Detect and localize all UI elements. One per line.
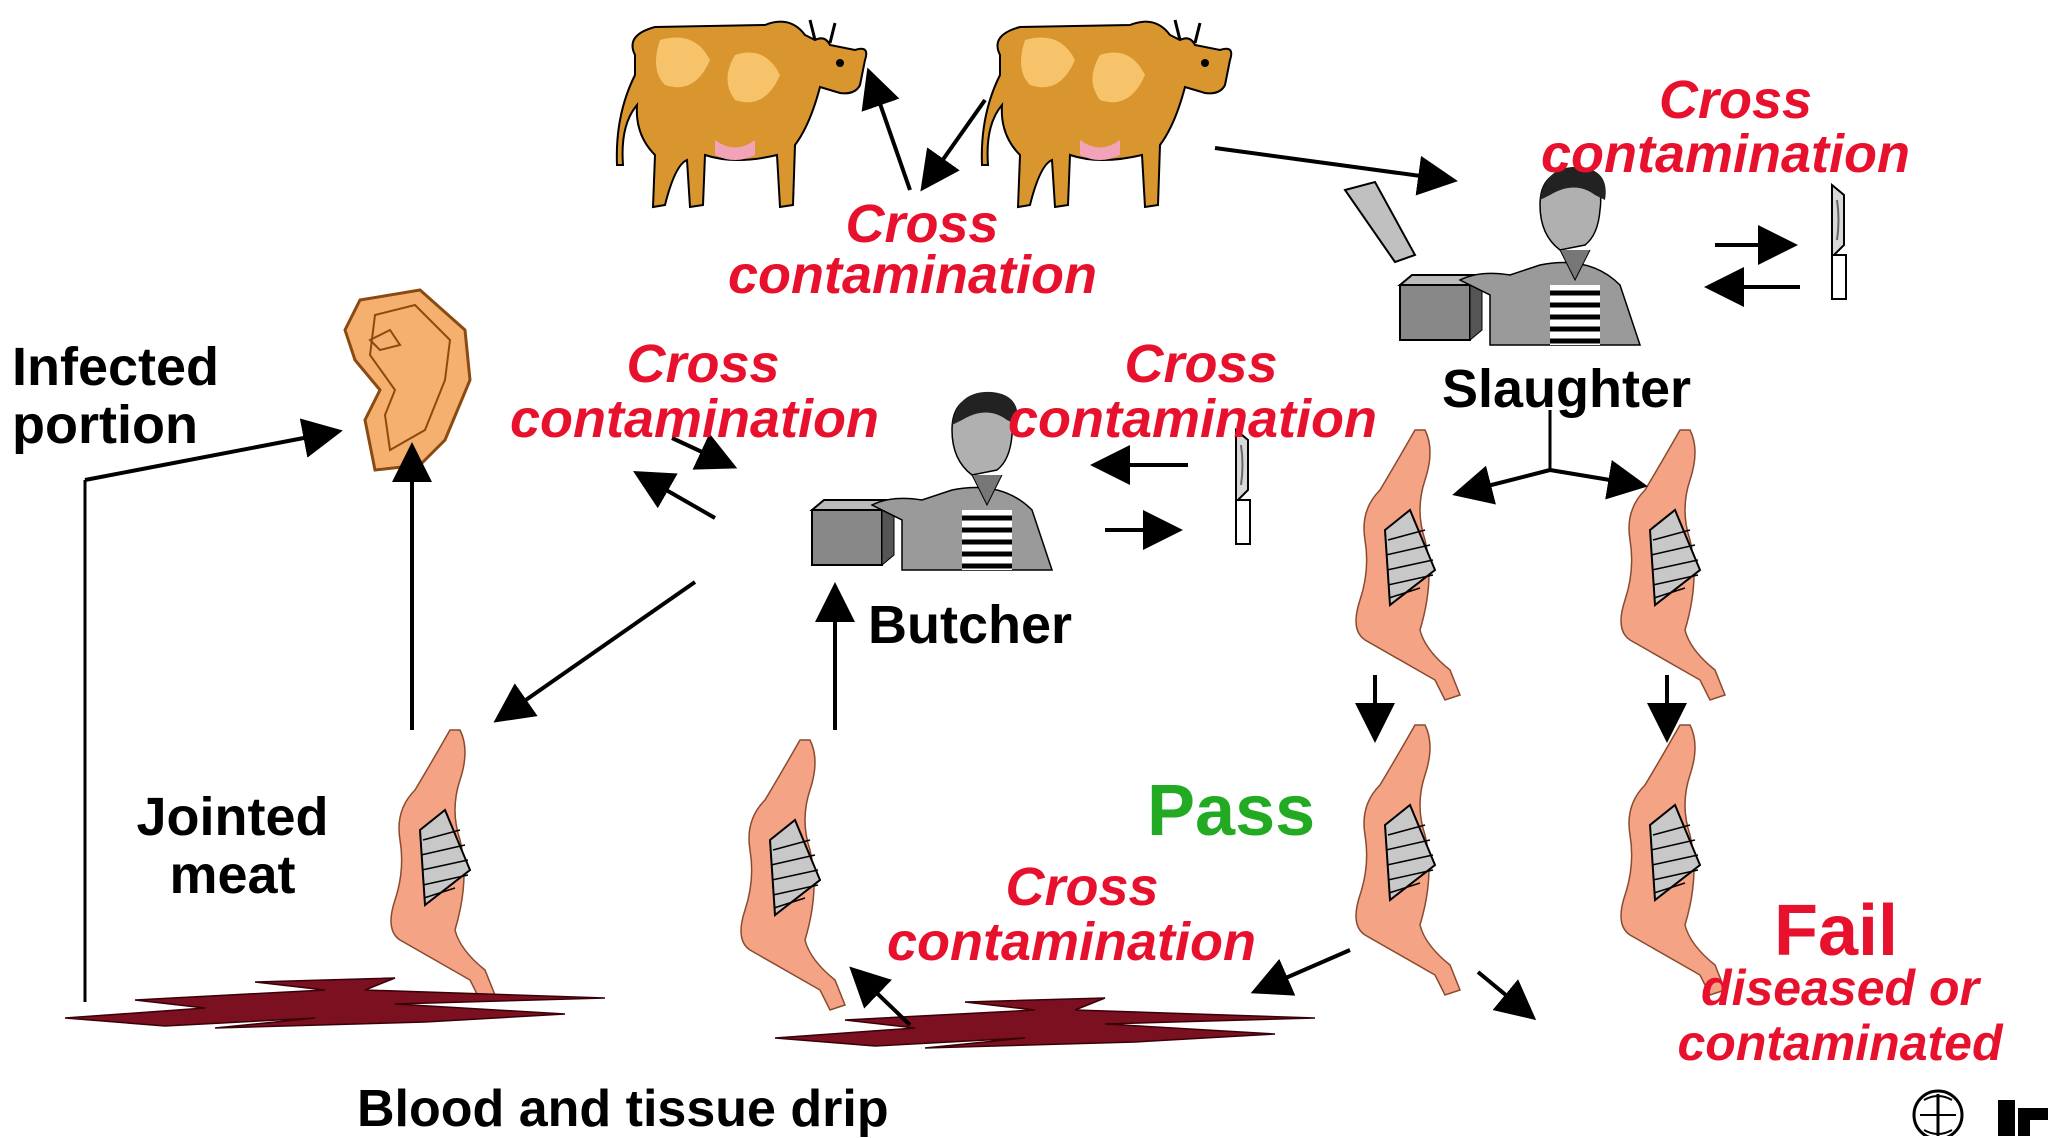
fail-reason-text: contaminated — [1640, 1018, 2040, 1068]
blood-tissue-drip-label: Blood and tissue drip — [357, 1083, 889, 1135]
meat-carcass-icon — [1356, 430, 1460, 700]
blood-drip-icon — [65, 978, 605, 1028]
arrow — [640, 475, 715, 518]
fail-label: Fail — [1774, 895, 1898, 967]
arrow — [925, 100, 985, 185]
infected-portion-label: Infected — [12, 340, 219, 394]
meat-carcass-icon — [391, 730, 495, 1000]
arrow — [1550, 470, 1640, 485]
arrow — [1258, 950, 1350, 990]
fail-reason-text: diseased or — [1640, 963, 2040, 1013]
cross-text: Cross — [622, 337, 784, 391]
arrow — [1215, 148, 1450, 180]
cross-text: Cross — [1120, 337, 1282, 391]
jointed-meat-label: Jointed — [130, 790, 335, 844]
cross-text: Cross — [838, 197, 1006, 251]
meat-carcass-icon — [1356, 725, 1460, 995]
cross-text: Cross — [1000, 860, 1164, 914]
knife-icon — [1832, 185, 1846, 299]
meat-carcass-icon — [1621, 725, 1725, 995]
meat-portion-icon — [345, 290, 470, 470]
cow-icon — [982, 20, 1231, 207]
infected-portion-label: portion — [12, 398, 198, 452]
slaughterman-icon — [1345, 167, 1640, 345]
pass-label: Pass — [1147, 775, 1315, 847]
contamination-text: contamination — [728, 248, 1097, 302]
arrow — [870, 75, 910, 190]
contamination-text: contamination — [1541, 127, 1910, 181]
arrow — [1478, 972, 1530, 1015]
who-emblem-icon — [1914, 1091, 2048, 1136]
cross-contamination-label-cows: Cross — [838, 197, 1006, 251]
jointed-meat-label: meat — [130, 848, 335, 902]
meat-carcass-icon — [741, 740, 845, 1010]
arrow — [500, 582, 695, 718]
cross-text: Cross — [1653, 73, 1818, 127]
contamination-text: contamination — [510, 392, 879, 446]
arrow — [855, 972, 910, 1025]
cow-icon — [617, 20, 866, 207]
blood-drip-icon — [775, 998, 1315, 1048]
arrow — [1460, 470, 1550, 493]
butcher-label: Butcher — [868, 598, 1072, 652]
meat-carcass-icon — [1621, 430, 1725, 700]
slaughter-label: Slaughter — [1442, 362, 1691, 416]
contamination-text: contamination — [1008, 392, 1377, 446]
contamination-text: contamination — [887, 915, 1256, 969]
